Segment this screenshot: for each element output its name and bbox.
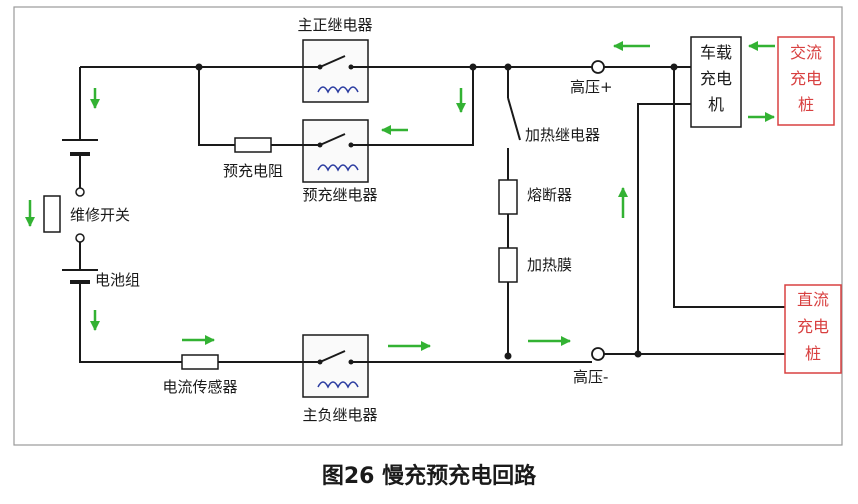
label-precharge-relay: 预充继电器 (302, 186, 377, 204)
junctions (195, 63, 678, 360)
onboard-charger-line1: 车载 (700, 43, 732, 62)
label-current-sensor: 电流传感器 (162, 378, 237, 396)
dc-pile-line2: 充电 (797, 317, 829, 336)
relay-main-negative (302, 334, 369, 398)
dc-pile-box (784, 284, 842, 374)
wire-precharge-branch (198, 67, 235, 146)
label-precharge-resistor: 预充电阻 (223, 162, 283, 180)
battery-cell-lower (62, 269, 98, 284)
label-heater-relay: 加热继电器 (525, 126, 600, 144)
label-hv-neg: 高压- (573, 368, 608, 386)
label-battery-pack: 电池组 (95, 271, 140, 289)
ac-pile-line3: 桩 (798, 95, 814, 114)
dc-pile-line3: 桩 (805, 344, 821, 363)
diagram-frame (13, 6, 843, 446)
ac-pile-line2: 充电 (790, 69, 822, 88)
wire-charger-neg (637, 103, 691, 354)
wire-left-bottom (79, 282, 182, 363)
ac-pile-line1: 交流 (790, 43, 822, 62)
hv-neg-terminal (591, 347, 605, 361)
onboard-charger-box (690, 36, 742, 128)
hv-pos-terminal (591, 60, 605, 74)
onboard-charger-line2: 充电 (700, 69, 732, 88)
relay-precharge (302, 119, 369, 183)
onboard-charger-line3: 机 (708, 95, 724, 114)
precharge-resistor-symbol (234, 137, 272, 153)
wire-precharge-right (368, 67, 474, 146)
label-main-neg-relay: 主负继电器 (302, 406, 377, 424)
ac-pile-box (777, 36, 835, 126)
maintenance-switch-symbol (43, 187, 85, 243)
dc-pile-line1: 直流 (797, 290, 829, 309)
fuse-symbol (498, 179, 518, 215)
current-flow-arrows (25, 41, 775, 351)
label-main-pos-relay: 主正继电器 (297, 16, 372, 34)
wires (79, 66, 785, 363)
label-hv-pos: 高压+ (570, 78, 613, 96)
relay-main-positive (302, 39, 369, 103)
wire-heater-switch-blade (507, 97, 521, 141)
current-sensor-symbol (181, 354, 219, 370)
label-fuse: 熔断器 (527, 186, 572, 204)
battery-cell-upper (62, 139, 98, 156)
heater-film-symbol (498, 247, 518, 283)
label-maintenance-switch: 维修开关 (70, 206, 130, 224)
component-labels: 主正继电器 预充电阻 预充继电器 加热继电器 熔断器 加热膜 维修开关 电池组 … (70, 16, 613, 424)
wire-dc-pos (673, 67, 785, 308)
figure-caption: 图26 慢充预充电回路 (322, 463, 537, 489)
label-heater-film: 加热膜 (527, 256, 572, 274)
